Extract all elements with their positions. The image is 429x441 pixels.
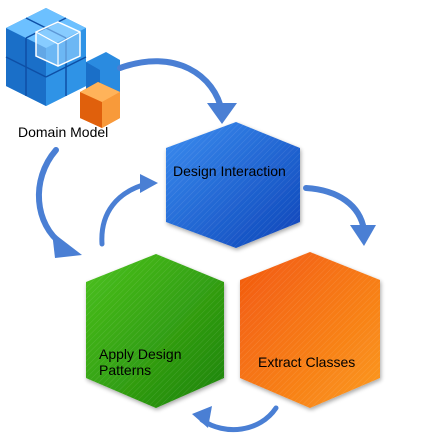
arrow-domain-to-apply (35, 147, 65, 247)
design-interaction-label: Design Interaction (173, 163, 286, 179)
arrow-extract-to-apply-head (192, 406, 212, 428)
arrow-extract-to-apply (199, 405, 279, 433)
arrow-domain-to-apply-head (52, 232, 82, 258)
arrow-apply-to-design-head (140, 174, 158, 193)
arrow-domain-to-design (117, 58, 225, 115)
arrow-domain-to-design-head (207, 103, 237, 124)
apply-design-patterns-label: Apply Design Patterns (99, 346, 182, 378)
apply-design-line-2: Patterns (99, 362, 152, 378)
cube-stack-icon (5, 8, 120, 128)
arrow-design-to-extract-head (350, 225, 376, 246)
extract-classes-label: Extract Classes (258, 354, 356, 370)
arrow-apply-to-design (99, 181, 149, 247)
apply-design-line-1: Apply Design (99, 346, 182, 362)
arrow-design-to-extract (303, 185, 367, 233)
domain-model-label: Domain Model (18, 124, 109, 140)
